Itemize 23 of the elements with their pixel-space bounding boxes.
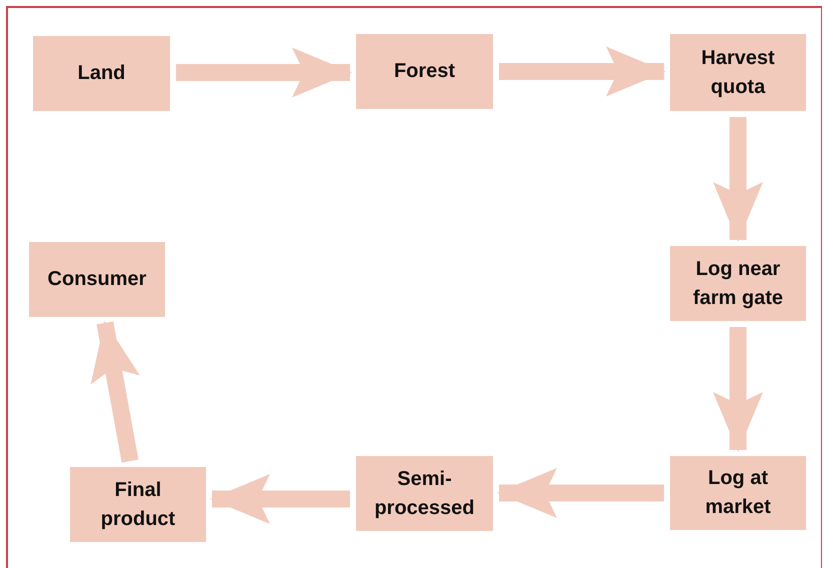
box-label: Log near farm gate [692,256,784,310]
process-box [29,242,165,317]
box-label: Land [78,61,126,86]
arrow [497,468,664,518]
box-label: Semi-processed [373,466,476,520]
process-box [356,34,493,109]
arrow [176,48,352,98]
process-box [670,34,806,111]
process-box [33,36,170,111]
arrow [90,320,140,463]
arrow [499,46,666,96]
arrow [713,327,763,452]
box-label: Forest [394,59,456,84]
box-label: Log at market [704,466,772,520]
box-label: Consumer [48,267,146,292]
box-label: Harvest quota [700,46,776,100]
process-box [670,456,806,530]
process-box [70,467,206,542]
arrow [713,117,763,242]
arrow [210,474,350,524]
process-box [670,246,806,321]
process-box [356,456,493,531]
box-label: Final product [100,478,176,532]
